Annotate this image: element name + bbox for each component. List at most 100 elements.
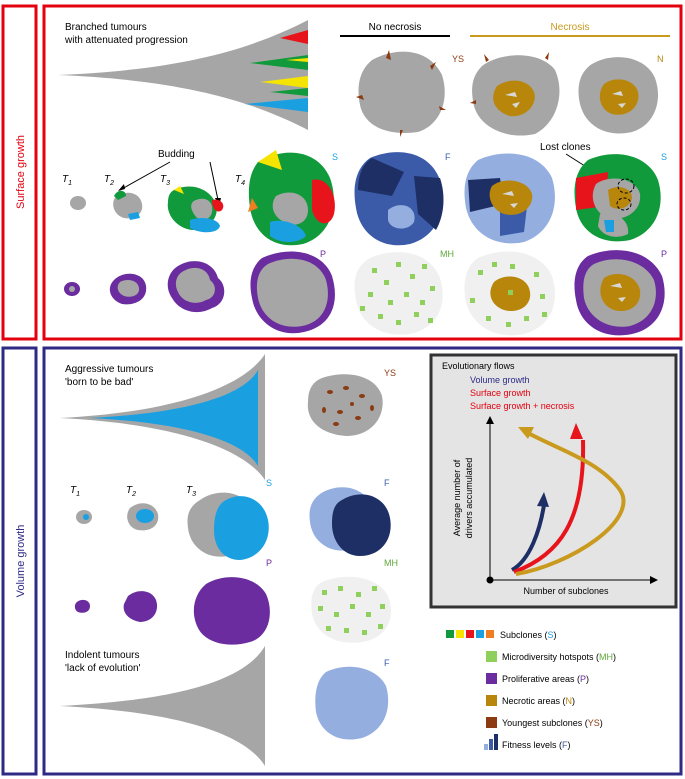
tag-f-volume: F	[384, 478, 390, 488]
swatch-green	[446, 630, 454, 638]
surface-main-frame	[42, 4, 683, 341]
tag-ys-volume: YS	[384, 368, 396, 378]
budding-label: Budding	[158, 149, 195, 160]
surface-proliferative-t4	[250, 251, 335, 334]
tumour-ys-volume	[307, 374, 383, 436]
volume-t1: T1	[70, 485, 80, 498]
aggressive-title-line1: Aggressive tumours	[65, 364, 153, 375]
legend-proliferative-text: Proliferative areas (P)	[502, 674, 589, 684]
tumour-necrosis-proliferative	[574, 250, 665, 336]
swatch-orange	[486, 630, 494, 638]
fitness-bar-1	[484, 744, 488, 750]
flow-surface-arrowhead	[570, 423, 583, 439]
surface-t3-tumour	[167, 186, 224, 233]
tumour-necrosis-n	[578, 57, 659, 134]
tumour-necrosis-fitness	[464, 153, 555, 244]
flow-surface-curve	[513, 439, 586, 574]
tumour-microdiversity-surface	[354, 252, 443, 335]
swatch-yellow	[456, 630, 464, 638]
branched-tree-diagram	[58, 20, 308, 130]
flow-surface-necrosis-arrowhead	[518, 427, 534, 439]
tag-p-surface: P	[320, 249, 326, 259]
volume-subclone-t1	[76, 510, 92, 524]
swatch-red	[466, 630, 474, 638]
tag-f-surface: F	[445, 152, 451, 162]
surface-t4-tumour	[248, 150, 335, 246]
tag-p-necrosis: P	[661, 249, 667, 259]
legend-fitness-text: Fitness levels (F)	[502, 740, 571, 750]
indolent-title-line1: Indolent tumours	[65, 650, 140, 661]
tumour-fitness-volume	[309, 487, 391, 556]
legend-fitness: Fitness levels (F)	[484, 734, 571, 750]
budding-arrowhead-left	[118, 184, 125, 191]
surface-side-frame	[1, 4, 38, 341]
flow-volume-arrowhead	[537, 492, 549, 507]
tag-p-volume: P	[266, 558, 272, 568]
legend-youngest-text: Youngest subclones (YS)	[502, 718, 603, 728]
tag-s-volume: S	[266, 478, 272, 488]
flows-y-label-2: drivers accumulated	[464, 458, 474, 539]
volume-main-frame	[42, 346, 683, 776]
volume-side-label: Volume growth	[15, 525, 27, 598]
fitness-bar-2	[489, 739, 493, 750]
flow-volume-curve	[510, 504, 546, 572]
tag-f-indolent: F	[384, 658, 390, 668]
flows-x-arrowhead	[650, 576, 658, 584]
budding-arrow-right	[209, 161, 219, 201]
tag-s-necrosis: S	[661, 152, 667, 162]
tumour-necrosis-microdiversity	[464, 251, 555, 336]
surface-side-label: Surface growth	[15, 135, 27, 209]
flows-title: Evolutionary flows	[442, 361, 515, 371]
tag-n: N	[657, 54, 664, 64]
flows-y-label-1: Average number of	[452, 459, 462, 536]
swatch-proliferative	[486, 673, 497, 684]
legend-subclones-text: Subclones (S)	[500, 630, 557, 640]
flows-legend-surface-necrosis: Surface growth + necrosis	[470, 401, 575, 411]
tag-mh-surface: MH	[440, 249, 454, 259]
legend-proliferative: Proliferative areas (P)	[486, 673, 589, 684]
legend-subclones: Subclones (S)	[446, 630, 557, 640]
legend-necrotic-text: Necrotic areas (N)	[502, 696, 575, 706]
aggressive-tree-diagram	[60, 354, 265, 480]
tag-s-surface: S	[332, 152, 338, 162]
necrosis-label: Necrosis	[551, 22, 590, 33]
branched-title-line1: Branched tumours	[65, 22, 147, 33]
tumour-ys-surface	[356, 50, 446, 137]
no-necrosis-label: No necrosis	[369, 22, 422, 33]
volume-t3: T3	[186, 485, 196, 498]
flows-y-arrowhead	[486, 416, 494, 424]
surface-proliferative-t1	[64, 282, 80, 296]
volume-proliferative-t1	[74, 599, 90, 613]
fitness-bar-3	[494, 734, 498, 750]
tag-ys-surface: YS	[452, 54, 464, 64]
legend-necrotic: Necrotic areas (N)	[486, 695, 575, 706]
surface-proliferative-t2	[109, 273, 147, 305]
volume-subclone-t3	[187, 492, 269, 560]
tumour-microdiversity-volume	[311, 576, 391, 643]
lost-clones-label: Lost clones	[540, 142, 591, 153]
surface-t1: T1	[62, 174, 72, 187]
branched-title-line2: with attenuated progression	[64, 35, 188, 46]
volume-subclone-t2	[127, 503, 159, 531]
tumour-fitness-indolent	[315, 666, 389, 740]
indolent-tree-diagram	[60, 646, 265, 766]
aggressive-title-line2: 'born to be bad'	[65, 377, 133, 388]
tumour-necrosis-ys	[470, 52, 560, 136]
swatch-youngest	[486, 717, 497, 728]
flow-surface-necrosis-curve	[515, 432, 626, 576]
legend-youngest: Youngest subclones (YS)	[486, 717, 603, 728]
surface-t2: T2	[104, 174, 114, 187]
volume-proliferative-t2	[123, 591, 158, 622]
legend-microdiversity-text: Microdiversity hotspots (MH)	[502, 652, 616, 662]
legend-microdiversity: Microdiversity hotspots (MH)	[486, 651, 616, 662]
swatch-blue	[476, 630, 484, 638]
surface-proliferative-t3	[167, 261, 225, 313]
volume-side-frame	[1, 346, 38, 776]
tag-mh-volume: MH	[384, 558, 398, 568]
volume-t2: T2	[126, 485, 136, 498]
budding-arrow-left	[119, 161, 171, 191]
surface-t4: T4	[235, 174, 245, 187]
indolent-title-line2: 'lack of evolution'	[65, 663, 141, 674]
tumour-fitness-surface	[354, 152, 444, 246]
